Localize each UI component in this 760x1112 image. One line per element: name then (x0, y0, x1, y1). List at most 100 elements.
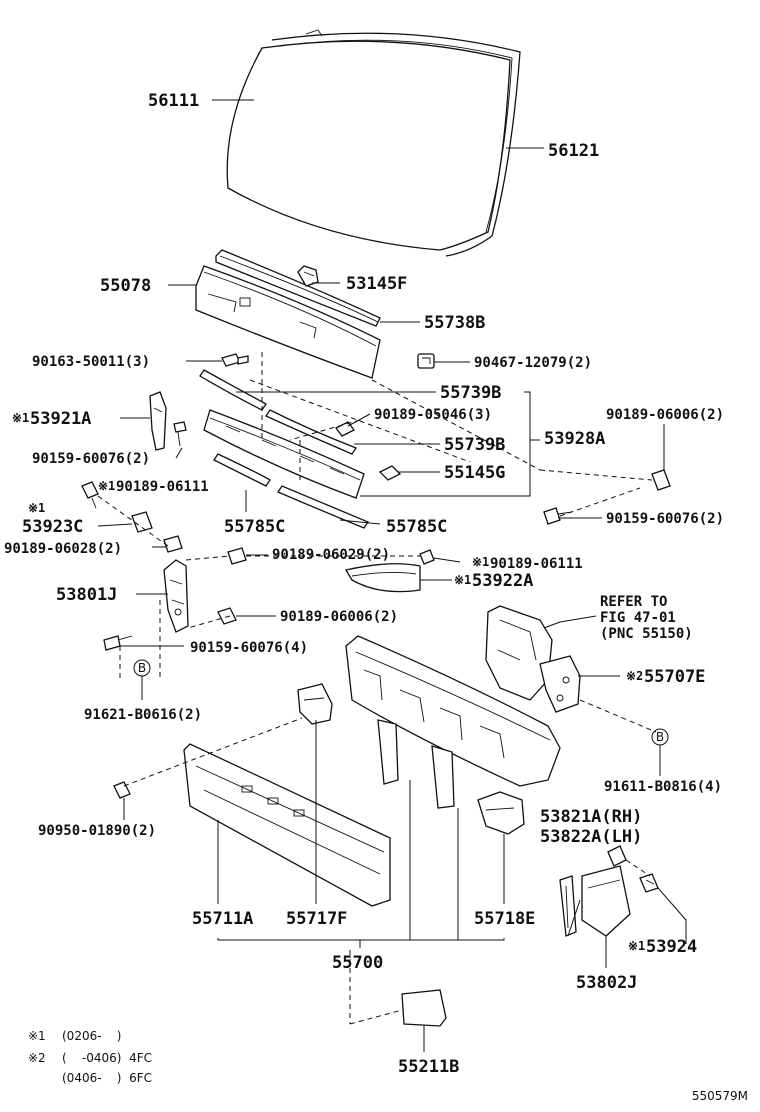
seal-55739b-upper-drawing (199, 369, 267, 411)
label-55718e: 55718E (474, 909, 535, 929)
label-53802j: 53802J (576, 973, 637, 993)
label-55211b: 55211B (398, 1057, 459, 1077)
screw-90163-drawing (221, 353, 249, 367)
windshield-molding-drawing (271, 29, 521, 257)
clip-90189-06111-left-drawing (81, 481, 99, 509)
catalog-id: 550579M (692, 1089, 748, 1103)
refer-line-2: FIG 47-01 (600, 610, 676, 626)
label-55739b-lower: 55739B (444, 435, 505, 455)
note-mark-90189-06111-left: ※1 (98, 479, 115, 493)
footnote-2-mark: ※2 (28, 1051, 46, 1065)
clip-53145f-drawing (297, 265, 319, 287)
circle-b-right: B (651, 728, 669, 746)
label-53924: 53924 (646, 937, 697, 957)
label-53822a: 53822A(LH) (540, 827, 642, 847)
circle-b-left-label: B (138, 661, 146, 675)
refer-line-3: (PNC 55150) (600, 626, 693, 642)
screw-90189-06006-mid-drawing (217, 607, 237, 625)
label-56121: 56121 (548, 141, 599, 161)
label-55700: 55700 (332, 953, 383, 973)
seal-55785c-drawing (213, 453, 369, 529)
dash-lower-panel-55711a-drawing (183, 743, 391, 907)
label-90159-60076-lower: 90159-60076(4) (190, 640, 308, 656)
bracket-55707e-drawing (539, 655, 581, 713)
cowl-louver-drawing (195, 265, 381, 379)
clip-90189-06111-right-drawing (419, 549, 435, 565)
cowl-seal-drawing (215, 249, 381, 327)
label-90189-06006-right: 90189-06006(2) (606, 407, 724, 423)
bolt-90159-60076-left-drawing (173, 421, 187, 447)
insulator-55211b-drawing (401, 989, 447, 1027)
clip-90467-drawing (417, 353, 435, 369)
footnote-2-text-a: ( -0406) 4FC (62, 1051, 152, 1065)
label-90189-06006-mid: 90189-06006(2) (280, 609, 398, 625)
label-53145f: 53145F (346, 274, 407, 294)
seal-55739b-lower-drawing (265, 409, 357, 455)
label-55707e: 55707E (644, 667, 705, 687)
note-mark-90189-06111-right: ※1 (472, 555, 489, 569)
label-55078: 55078 (100, 276, 151, 296)
clip-53924-drawing (639, 873, 659, 893)
footnotes: ※1 (0206- ) ※2 ( -0406) 4FC (0406- ) 6FC (28, 1029, 152, 1085)
refer-line-1: REFER TO (600, 594, 667, 610)
label-55785c-left: 55785C (224, 517, 285, 537)
note-mark-53921a: ※1 (12, 411, 29, 425)
bracket-55717f-drawing (297, 683, 333, 725)
bracket-53923c-drawing (131, 511, 153, 533)
label-55738b: 55738B (424, 313, 485, 333)
note-mark-53923c: ※1 (28, 501, 45, 515)
hinge-53801j-drawing (163, 559, 189, 633)
leader-lines (97, 99, 687, 1052)
note-mark-55707e: ※2 (626, 669, 643, 683)
label-90159-60076-right: 90159-60076(2) (606, 511, 724, 527)
label-53922a: 53922A (472, 571, 533, 591)
note-mark-53924: ※1 (628, 939, 645, 953)
screw-90189-06028-drawing (163, 535, 183, 553)
label-53928a: 53928A (544, 429, 605, 449)
bracket-55718e-drawing (477, 791, 525, 835)
label-55717f: 55717F (286, 909, 347, 929)
label-91621-b0616: 91621-B0616(2) (84, 707, 202, 723)
label-55785c-right: 55785C (386, 517, 447, 537)
hinge-53802j-drawing (581, 865, 631, 937)
footnote-2-text-b: (0406- ) 6FC (62, 1071, 152, 1085)
bracket-90189-06006-right-drawing (651, 469, 671, 491)
label-53801j: 53801J (56, 585, 117, 605)
bracket-53921a-drawing (149, 391, 167, 451)
label-90189-05046: 90189-05046(3) (374, 407, 492, 423)
label-55711a: 55711A (192, 909, 253, 929)
ventilator-louver-drawing (203, 409, 365, 499)
label-90189-06111-right: 90189-06111 (490, 556, 583, 572)
clip-90950-drawing (113, 781, 131, 799)
screw-90189-06029-drawing (227, 547, 247, 565)
cover-53922a-drawing (344, 563, 421, 593)
label-90163-50011: 90163-50011(3) (32, 354, 150, 370)
circle-b-right-label: B (656, 730, 664, 744)
dash-panel-drawing (345, 635, 561, 809)
label-90189-06029: 90189-06029(2) (272, 547, 390, 563)
assembly-dash-lines (97, 352, 657, 1025)
radiator-support-ref-drawing (485, 605, 553, 701)
footnote-1-mark: ※1 (28, 1029, 46, 1043)
circle-b-left: B (133, 659, 151, 677)
note-mark-53922a: ※1 (454, 573, 471, 587)
label-90189-06028: 90189-06028(2) (4, 541, 122, 557)
label-90159-60076-left: 90159-60076(2) (32, 451, 150, 467)
footnote-1-text: (0206- ) (62, 1029, 122, 1043)
label-55739b-upper: 55739B (440, 383, 501, 403)
label-55145g: 55145G (444, 463, 505, 483)
label-56111: 56111 (148, 91, 199, 111)
clip-55145g-drawing (378, 465, 402, 481)
label-53923c: 53923C (22, 517, 83, 537)
label-91611-b0816: 91611-B0816(4) (604, 779, 722, 795)
label-53921a: 53921A (30, 409, 91, 429)
label-90950-01890: 90950-01890(2) (38, 823, 156, 839)
bracket-upper-53802j-drawing (607, 845, 627, 867)
label-53821a: 53821A(RH) (540, 807, 642, 827)
seal-53821a-drawing (559, 875, 577, 937)
bolt-90159-60076-lower-drawing (103, 635, 133, 651)
label-90189-06111-left: 90189-06111 (116, 479, 209, 495)
windshield-glass-drawing (226, 40, 511, 251)
